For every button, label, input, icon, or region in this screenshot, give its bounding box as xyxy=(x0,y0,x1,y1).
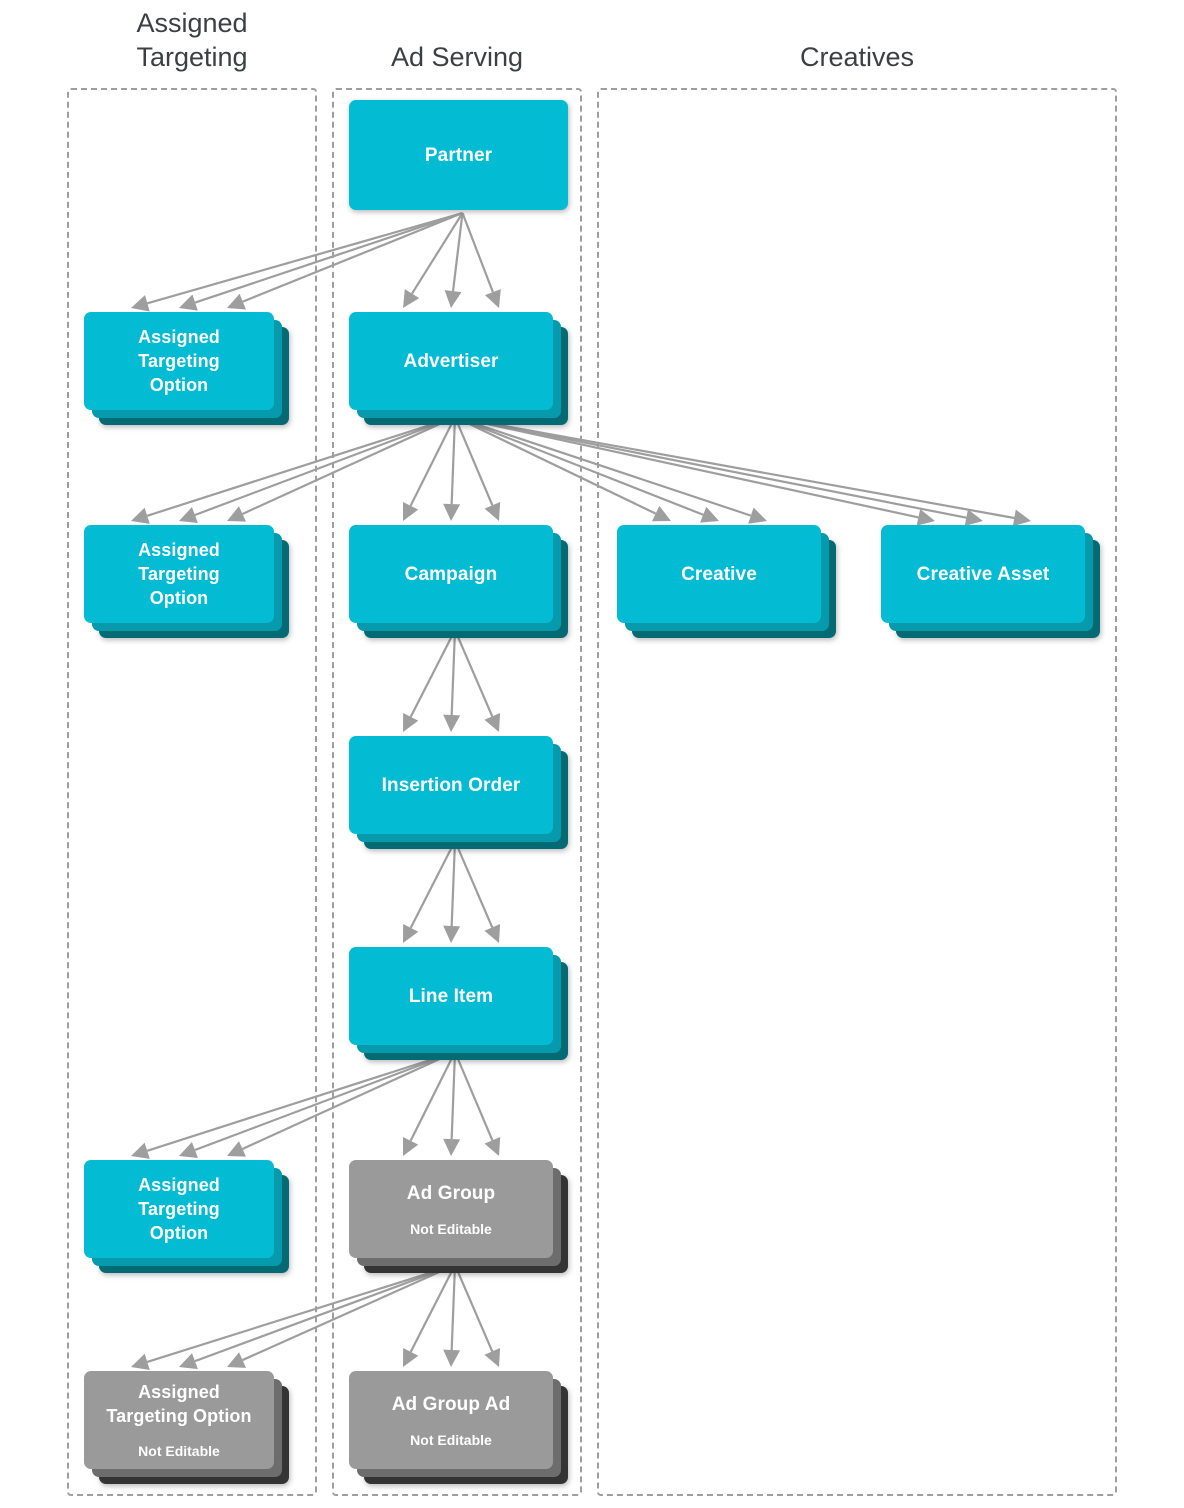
node-card-ato-lineitem[interactable]: Assigned Targeting Option xyxy=(84,1160,274,1258)
node-label: Assigned Targeting Option xyxy=(138,540,220,608)
node-label: Assigned Targeting Option xyxy=(106,1382,252,1426)
node-campaign[interactable]: Campaign xyxy=(349,525,569,639)
node-ad-group-ad[interactable]: Ad Group Ad Not Editable xyxy=(349,1371,569,1485)
node-label: Ad Group Ad xyxy=(391,1393,511,1415)
node-card-line-item[interactable]: Line Item xyxy=(349,947,553,1045)
node-label: Assigned Targeting Option xyxy=(138,327,220,395)
node-creative-asset[interactable]: Creative Asset xyxy=(881,525,1101,639)
node-advertiser[interactable]: Advertiser xyxy=(349,312,569,426)
node-ato-partner[interactable]: Assigned Targeting Option xyxy=(84,312,290,426)
node-label: Creative xyxy=(681,563,757,585)
node-label: Insertion Order xyxy=(381,774,521,796)
node-card-creative[interactable]: Creative xyxy=(617,525,821,623)
column-container-creatives xyxy=(597,88,1117,1496)
node-card-partner[interactable]: Partner xyxy=(349,100,568,210)
column-header-ad-serving: Ad Serving xyxy=(390,42,524,72)
node-line-item[interactable]: Line Item xyxy=(349,947,569,1061)
node-label: Ad Group xyxy=(406,1182,496,1204)
node-card-campaign[interactable]: Campaign xyxy=(349,525,553,623)
node-label: Partner xyxy=(424,144,493,166)
node-sublabel: Not Editable xyxy=(138,1443,220,1459)
node-label: Assigned Targeting Option xyxy=(138,1175,220,1243)
node-sublabel: Not Editable xyxy=(410,1431,492,1448)
column-container-assigned-targeting xyxy=(67,88,317,1496)
node-sublabel: Not Editable xyxy=(410,1220,492,1237)
column-container-ad-serving xyxy=(332,88,582,1496)
node-card-advertiser[interactable]: Advertiser xyxy=(349,312,553,410)
node-label: Creative Asset xyxy=(916,563,1050,585)
node-card-ato-advertiser[interactable]: Assigned Targeting Option xyxy=(84,525,274,623)
node-card-ad-group-ad[interactable]: Ad Group Ad Not Editable xyxy=(349,1371,553,1469)
node-label: Campaign xyxy=(404,563,498,585)
node-label: Line Item xyxy=(408,985,494,1007)
node-card-insertion-order[interactable]: Insertion Order xyxy=(349,736,553,834)
node-insertion-order[interactable]: Insertion Order xyxy=(349,736,569,850)
node-card-creative-asset[interactable]: Creative Asset xyxy=(881,525,1085,623)
column-header-assigned-targeting: Assigned Targeting xyxy=(136,8,248,72)
node-card-ato-partner[interactable]: Assigned Targeting Option xyxy=(84,312,274,410)
node-partner[interactable]: Partner xyxy=(349,100,584,226)
node-label: Advertiser xyxy=(403,350,499,372)
node-ato-lineitem[interactable]: Assigned Targeting Option xyxy=(84,1160,290,1274)
node-ato-advertiser[interactable]: Assigned Targeting Option xyxy=(84,525,290,639)
node-creative[interactable]: Creative xyxy=(617,525,837,639)
column-header-creatives: Creatives xyxy=(799,42,915,72)
